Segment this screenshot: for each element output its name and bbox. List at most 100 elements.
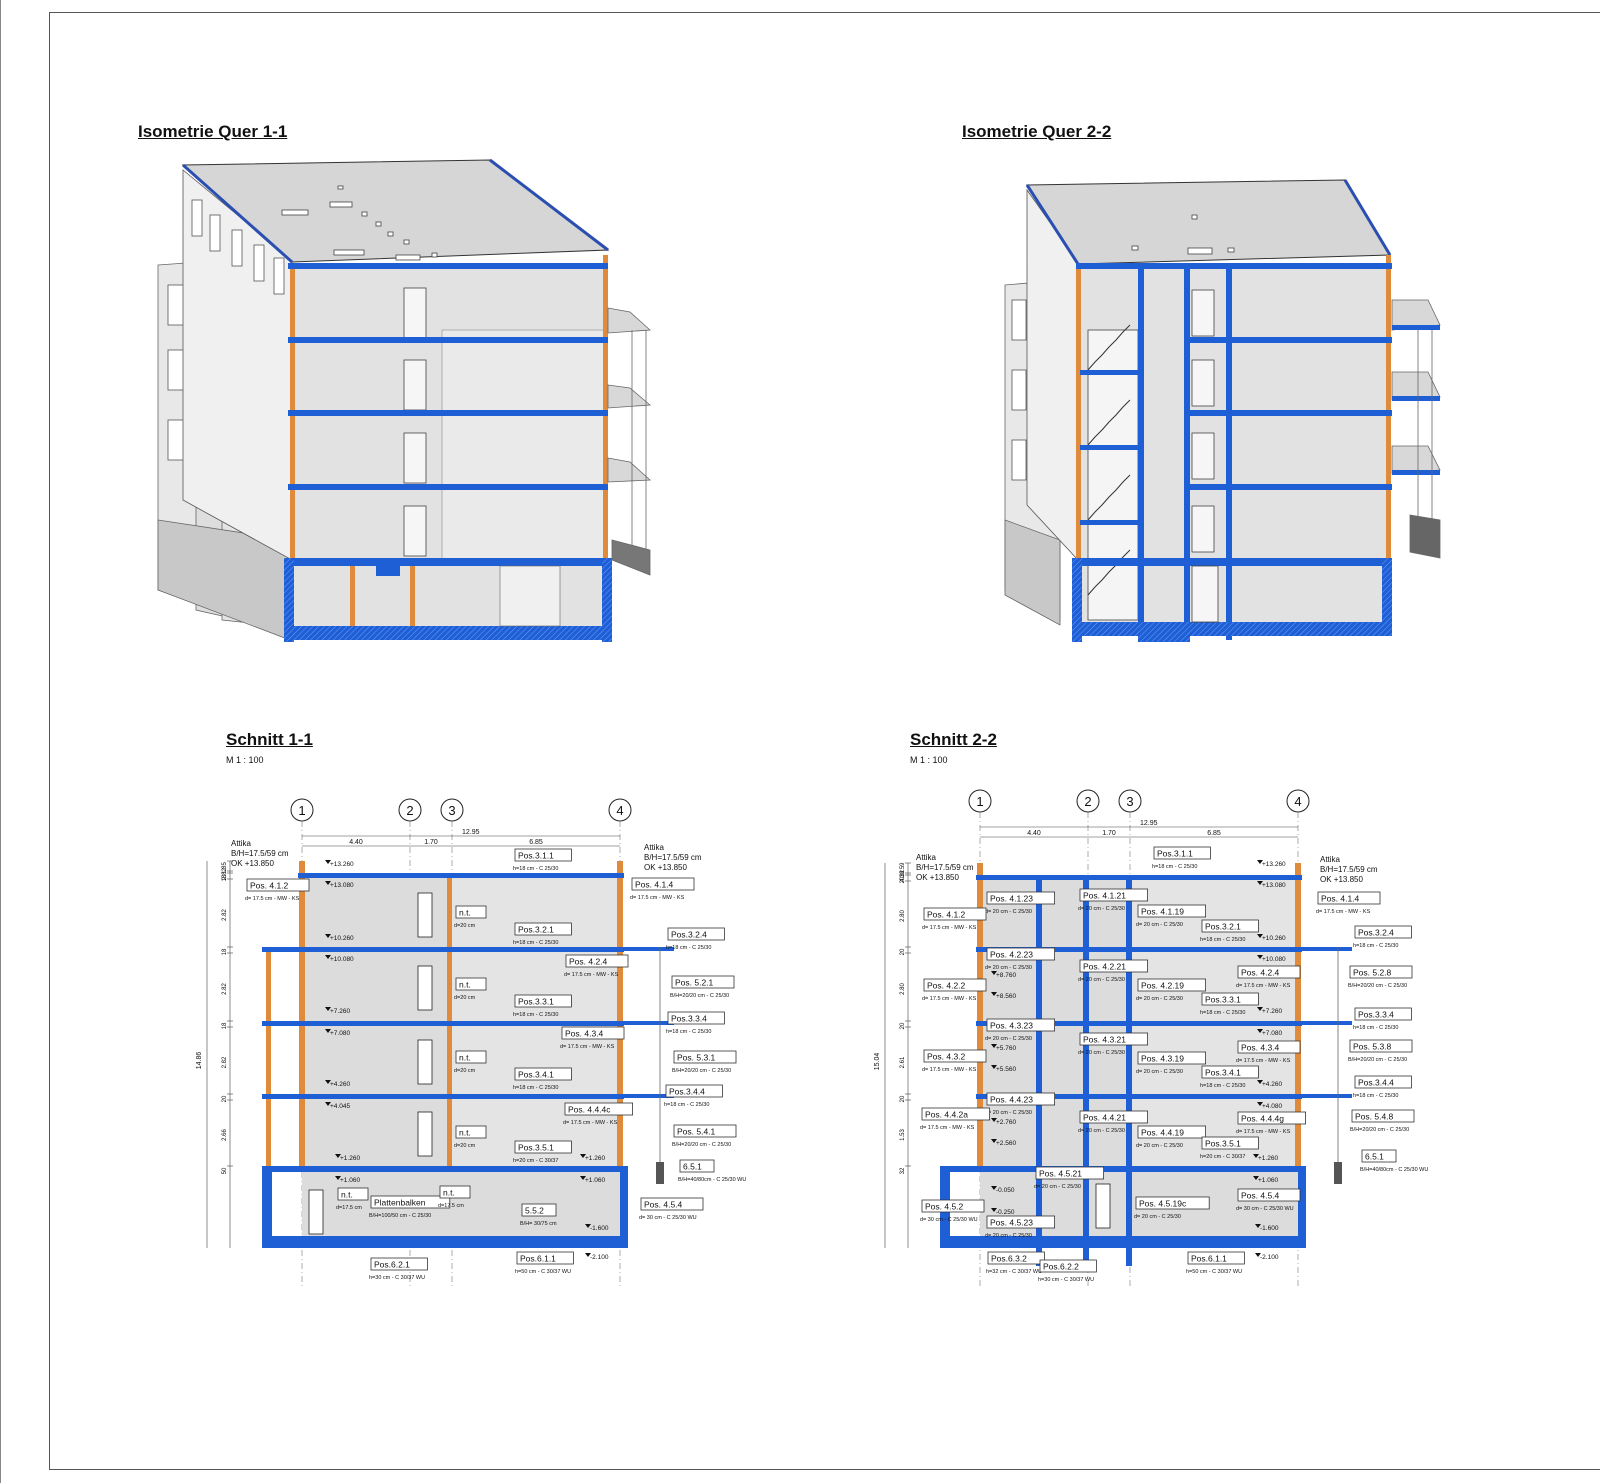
door-3	[417, 1111, 433, 1157]
pos-label-31-box	[1361, 1149, 1397, 1163]
level-mark-8: +1.260	[340, 1155, 360, 1162]
pos-label-6-text: Pos. 4.2.4	[569, 957, 608, 967]
pos-label-2-box	[631, 877, 695, 891]
wall-axis-4	[1295, 863, 1301, 1166]
balcony-slab-1	[624, 947, 674, 951]
pos-label-26-text: Pos. 5.4.8	[1355, 1112, 1394, 1122]
span-dim-1: 1.70	[424, 839, 438, 846]
level-mark-12: -1.600	[590, 1225, 609, 1232]
pos-label-35-sub: d= 20 cm - C 25/30	[985, 1233, 1032, 1239]
pos-label-15-sub: h=18 cm - C 25/30	[1353, 1025, 1398, 1031]
pos-label-0-box	[1153, 846, 1211, 860]
attic-left-1: B/H=17.5/59 cm	[916, 863, 974, 872]
pos-label-10-text: Pos.3.3.4	[671, 1014, 707, 1024]
pos-label-35-text: Pos. 4.5.23	[990, 1218, 1033, 1228]
level-mark-10: -1.600	[1260, 1225, 1279, 1232]
pos-label-1-box	[1317, 891, 1381, 905]
pos-label-0-box	[514, 848, 572, 862]
pos-label-22-box	[1201, 1065, 1259, 1079]
level-mark-3: +10.080	[330, 956, 354, 963]
pos-label-18-text: Pos. 4.3.4	[1241, 1043, 1280, 1053]
pos-label-20-sub: B/H=40/80cm - C 25/30 WU	[678, 1177, 746, 1183]
attic-left-2: OK +13.850	[916, 873, 959, 882]
pos-label-22-text: Plattenbalken	[374, 1198, 426, 1208]
door-0	[1095, 1183, 1111, 1229]
pos-label-31-sub: B/H=40/80cm - C 25/30 WU	[1360, 1167, 1428, 1173]
grid-label-2: 2	[1084, 794, 1091, 809]
iso1-title: Isometrie Quer 1-1	[138, 122, 288, 141]
grid-label-3: 3	[448, 803, 455, 818]
pos-label-7-sub: h=18 cm - C 25/30	[1353, 943, 1398, 949]
pos-label-21-sub: d= 20 cm - C 25/30	[1136, 1069, 1183, 1075]
pos-label-14-text: Pos.3.4.1	[518, 1070, 554, 1080]
pos-label-3-sub: d=20 cm	[454, 923, 476, 929]
level-mark-13: +8.560	[996, 993, 1016, 1000]
level-marker-10	[580, 1154, 586, 1158]
pos-label-39-box	[1187, 1251, 1245, 1265]
height-dim-1: 2.82	[222, 868, 228, 880]
pos-label-38-text: Pos.6.2.2	[1043, 1262, 1079, 1272]
level-marker-4	[325, 1007, 331, 1011]
span-dim-2: 6.85	[1207, 830, 1221, 837]
level-marker-13	[585, 1253, 591, 1257]
pos-label-25-box	[640, 1197, 704, 1211]
height-dim-10: 32	[900, 1167, 906, 1174]
core-wall-2	[1126, 875, 1132, 1266]
pos-label-16-box	[986, 1018, 1055, 1032]
pos-label-17-text: Pos. 5.4.1	[677, 1127, 716, 1137]
pos-label-28-text: Pos. 4.4.21	[1083, 1113, 1126, 1123]
height-dim-4: 20	[900, 948, 906, 955]
wall-axis-1	[299, 861, 305, 1166]
level-mark-4: +7.260	[1262, 1008, 1282, 1015]
slab-3	[262, 1094, 624, 1099]
grid-label-4: 4	[616, 803, 623, 818]
level-marker-17	[991, 1139, 997, 1143]
pos-label-6-sub: h=18 cm - C 25/30	[1200, 937, 1245, 943]
pos-label-33-text: Pos. 4.5.4	[1241, 1191, 1280, 1201]
pos-label-4-text: Pos.3.2.1	[518, 925, 554, 935]
grid-label-2: 2	[406, 803, 413, 818]
iso2-balconies	[1391, 299, 1441, 559]
pos-label-22-sub: B/H=100/50 cm - C 25/30	[369, 1213, 431, 1219]
pos-label-8-box	[986, 947, 1055, 961]
height-dim-9: 2.66	[222, 1129, 228, 1141]
pos-label-4-box	[514, 922, 572, 936]
balcony-slab-1	[1302, 947, 1352, 951]
pos-label-17-sub: d= 20 cm - C 25/30	[1078, 1050, 1125, 1056]
pos-label-27-text: Pos.6.1.1	[520, 1254, 556, 1264]
pos-label-23-sub: d=17.5 cm	[438, 1203, 464, 1209]
level-marker-1	[1257, 881, 1263, 885]
pos-label-5-text: Pos.3.2.4	[671, 930, 707, 940]
basement-wall-right	[620, 1166, 628, 1248]
level-mark-18: -0.050	[996, 1187, 1015, 1194]
level-mark-2: +10.260	[1262, 935, 1286, 942]
pos-label-35-box	[986, 1215, 1055, 1229]
span-dim-0: 4.40	[349, 839, 363, 846]
level-marker-7	[325, 1102, 331, 1106]
pos-label-15-text: Pos.3.3.4	[1358, 1010, 1394, 1020]
pos-label-25-sub: d= 30 cm - C 25/30 WU	[639, 1215, 697, 1221]
pos-label-9-box	[514, 994, 572, 1008]
pos-label-21-text: n.t.	[341, 1190, 353, 1200]
level-mark-12: +8.760	[996, 972, 1016, 979]
attic-right-1: B/H=17.5/59 cm	[1320, 865, 1378, 874]
height-dim-8: 20	[900, 1095, 906, 1102]
height-dim-0: 18.59	[900, 862, 906, 878]
pos-label-1-text: Pos. 4.1.4	[1321, 894, 1360, 904]
height-dim-6: 18	[222, 1022, 228, 1029]
total-dim-text: 12.95	[462, 829, 480, 836]
pos-label-36-box	[1135, 1196, 1210, 1210]
pos-label-9-box	[1079, 959, 1148, 973]
pos-label-8-box	[455, 977, 487, 991]
level-marker-6	[1257, 1080, 1263, 1084]
level-marker-1	[325, 881, 331, 885]
pos-label-1-text: Pos. 4.1.2	[250, 881, 289, 891]
pos-label-22-sub: h=18 cm - C 25/30	[1200, 1083, 1245, 1089]
pos-label-25-text: Pos. 4.5.4	[644, 1200, 683, 1210]
pos-label-20-sub: d= 17.5 cm - MW - KS	[922, 1067, 977, 1073]
pos-label-6-box	[1201, 919, 1259, 933]
pos-label-15-box	[665, 1084, 723, 1098]
pos-label-15-text: Pos.3.4.4	[669, 1087, 705, 1097]
pos-label-4-text: Pos. 4.1.19	[1141, 907, 1184, 917]
